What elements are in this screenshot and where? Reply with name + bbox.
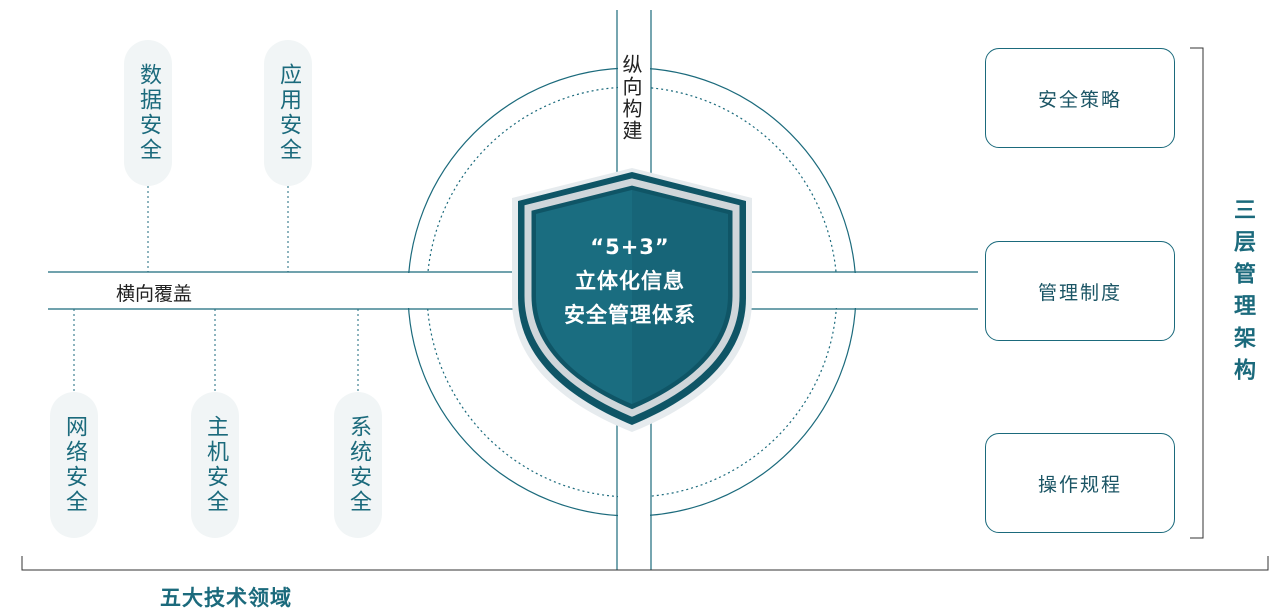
vertical-construction-label: 纵向构建 [619,54,646,142]
pill-app-security-label: 应用安全 [276,63,301,163]
shield-title-line2: 立体化信息 [575,269,685,293]
pill-data-security-label: 数据安全 [136,63,161,163]
pill-app-security: 应用安全 [264,40,312,186]
box-operation-procedure: 操作规程 [985,433,1175,533]
box-security-policy: 安全策略 [985,48,1175,148]
bottom-bracket [21,556,1269,571]
pill-network-security: 网络安全 [50,392,98,538]
horizontal-coverage-label: 横向覆盖 [116,283,193,305]
shield-title: “5+3” 立体化信息 安全管理体系 [535,230,725,332]
pill-network-security-label: 网络安全 [62,415,87,515]
box-management-system: 管理制度 [985,241,1175,341]
pill-host-security-label: 主机安全 [203,415,228,515]
five-tech-domains-title: 五大技术领域 [160,586,292,610]
pill-host-security: 主机安全 [191,392,239,538]
pill-system-security: 系统安全 [334,392,382,538]
right-bracket [1190,47,1204,539]
shield-icon [512,168,752,432]
shield-title-line3: 安全管理体系 [564,303,696,327]
pill-data-security: 数据安全 [124,40,172,186]
pill-system-security-label: 系统安全 [346,415,371,515]
three-layer-management-title: 三层管理架构 [1230,198,1255,390]
shield-title-line1: “5+3” [590,235,670,259]
